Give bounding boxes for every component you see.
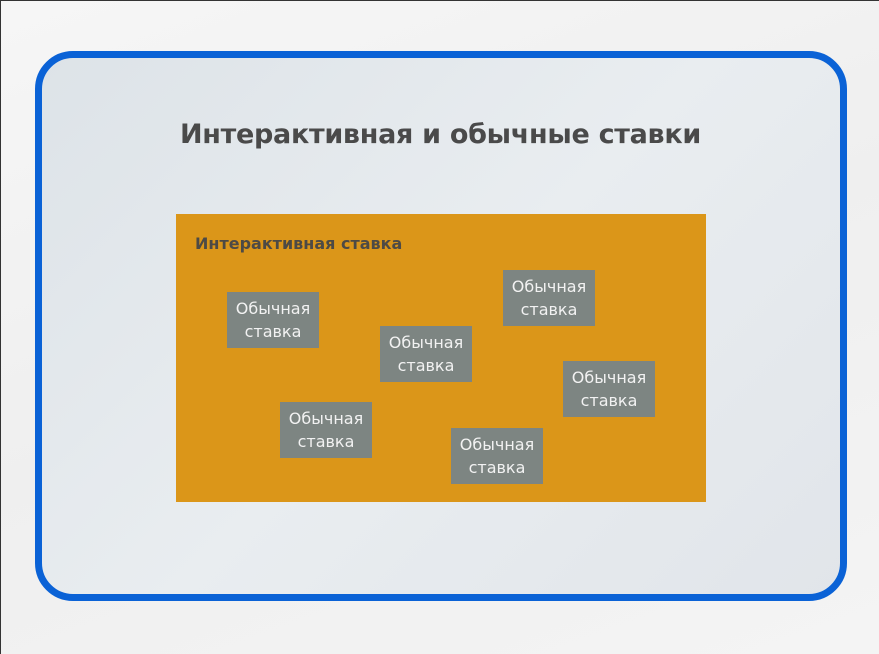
- regular-bet-line2: ставка: [297, 432, 355, 451]
- regular-bet-box: Обычная ставка: [503, 270, 595, 326]
- regular-bet-line1: Обычная: [511, 277, 587, 296]
- interactive-bet-label: Интерактивная ставка: [195, 234, 403, 253]
- interactive-bet-area: Интерактивная ставка Обычная ставка Обыч…: [176, 214, 706, 502]
- slide-title: Интерактивная и обычные ставки: [179, 119, 701, 150]
- regular-bet-box: Обычная ставка: [280, 402, 372, 458]
- regular-bet-line1: Обычная: [235, 299, 311, 318]
- regular-bet-line2: ставка: [520, 300, 578, 319]
- regular-bet-line2: ставка: [580, 391, 638, 410]
- regular-bet-line2: ставка: [468, 458, 526, 477]
- regular-bet-box: Обычная ставка: [563, 361, 655, 417]
- regular-bet-line2: ставка: [244, 322, 302, 341]
- regular-bet-line1: Обычная: [388, 333, 464, 352]
- regular-bet-line1: Обычная: [571, 368, 647, 387]
- regular-bet-line2: ставка: [397, 356, 455, 375]
- regular-bet-line1: Обычная: [459, 435, 535, 454]
- regular-bet-line1: Обычная: [288, 409, 364, 428]
- regular-bet-box: Обычная ставка: [227, 292, 319, 348]
- regular-bet-box: Обычная ставка: [451, 428, 543, 484]
- regular-bet-box: Обычная ставка: [380, 326, 472, 382]
